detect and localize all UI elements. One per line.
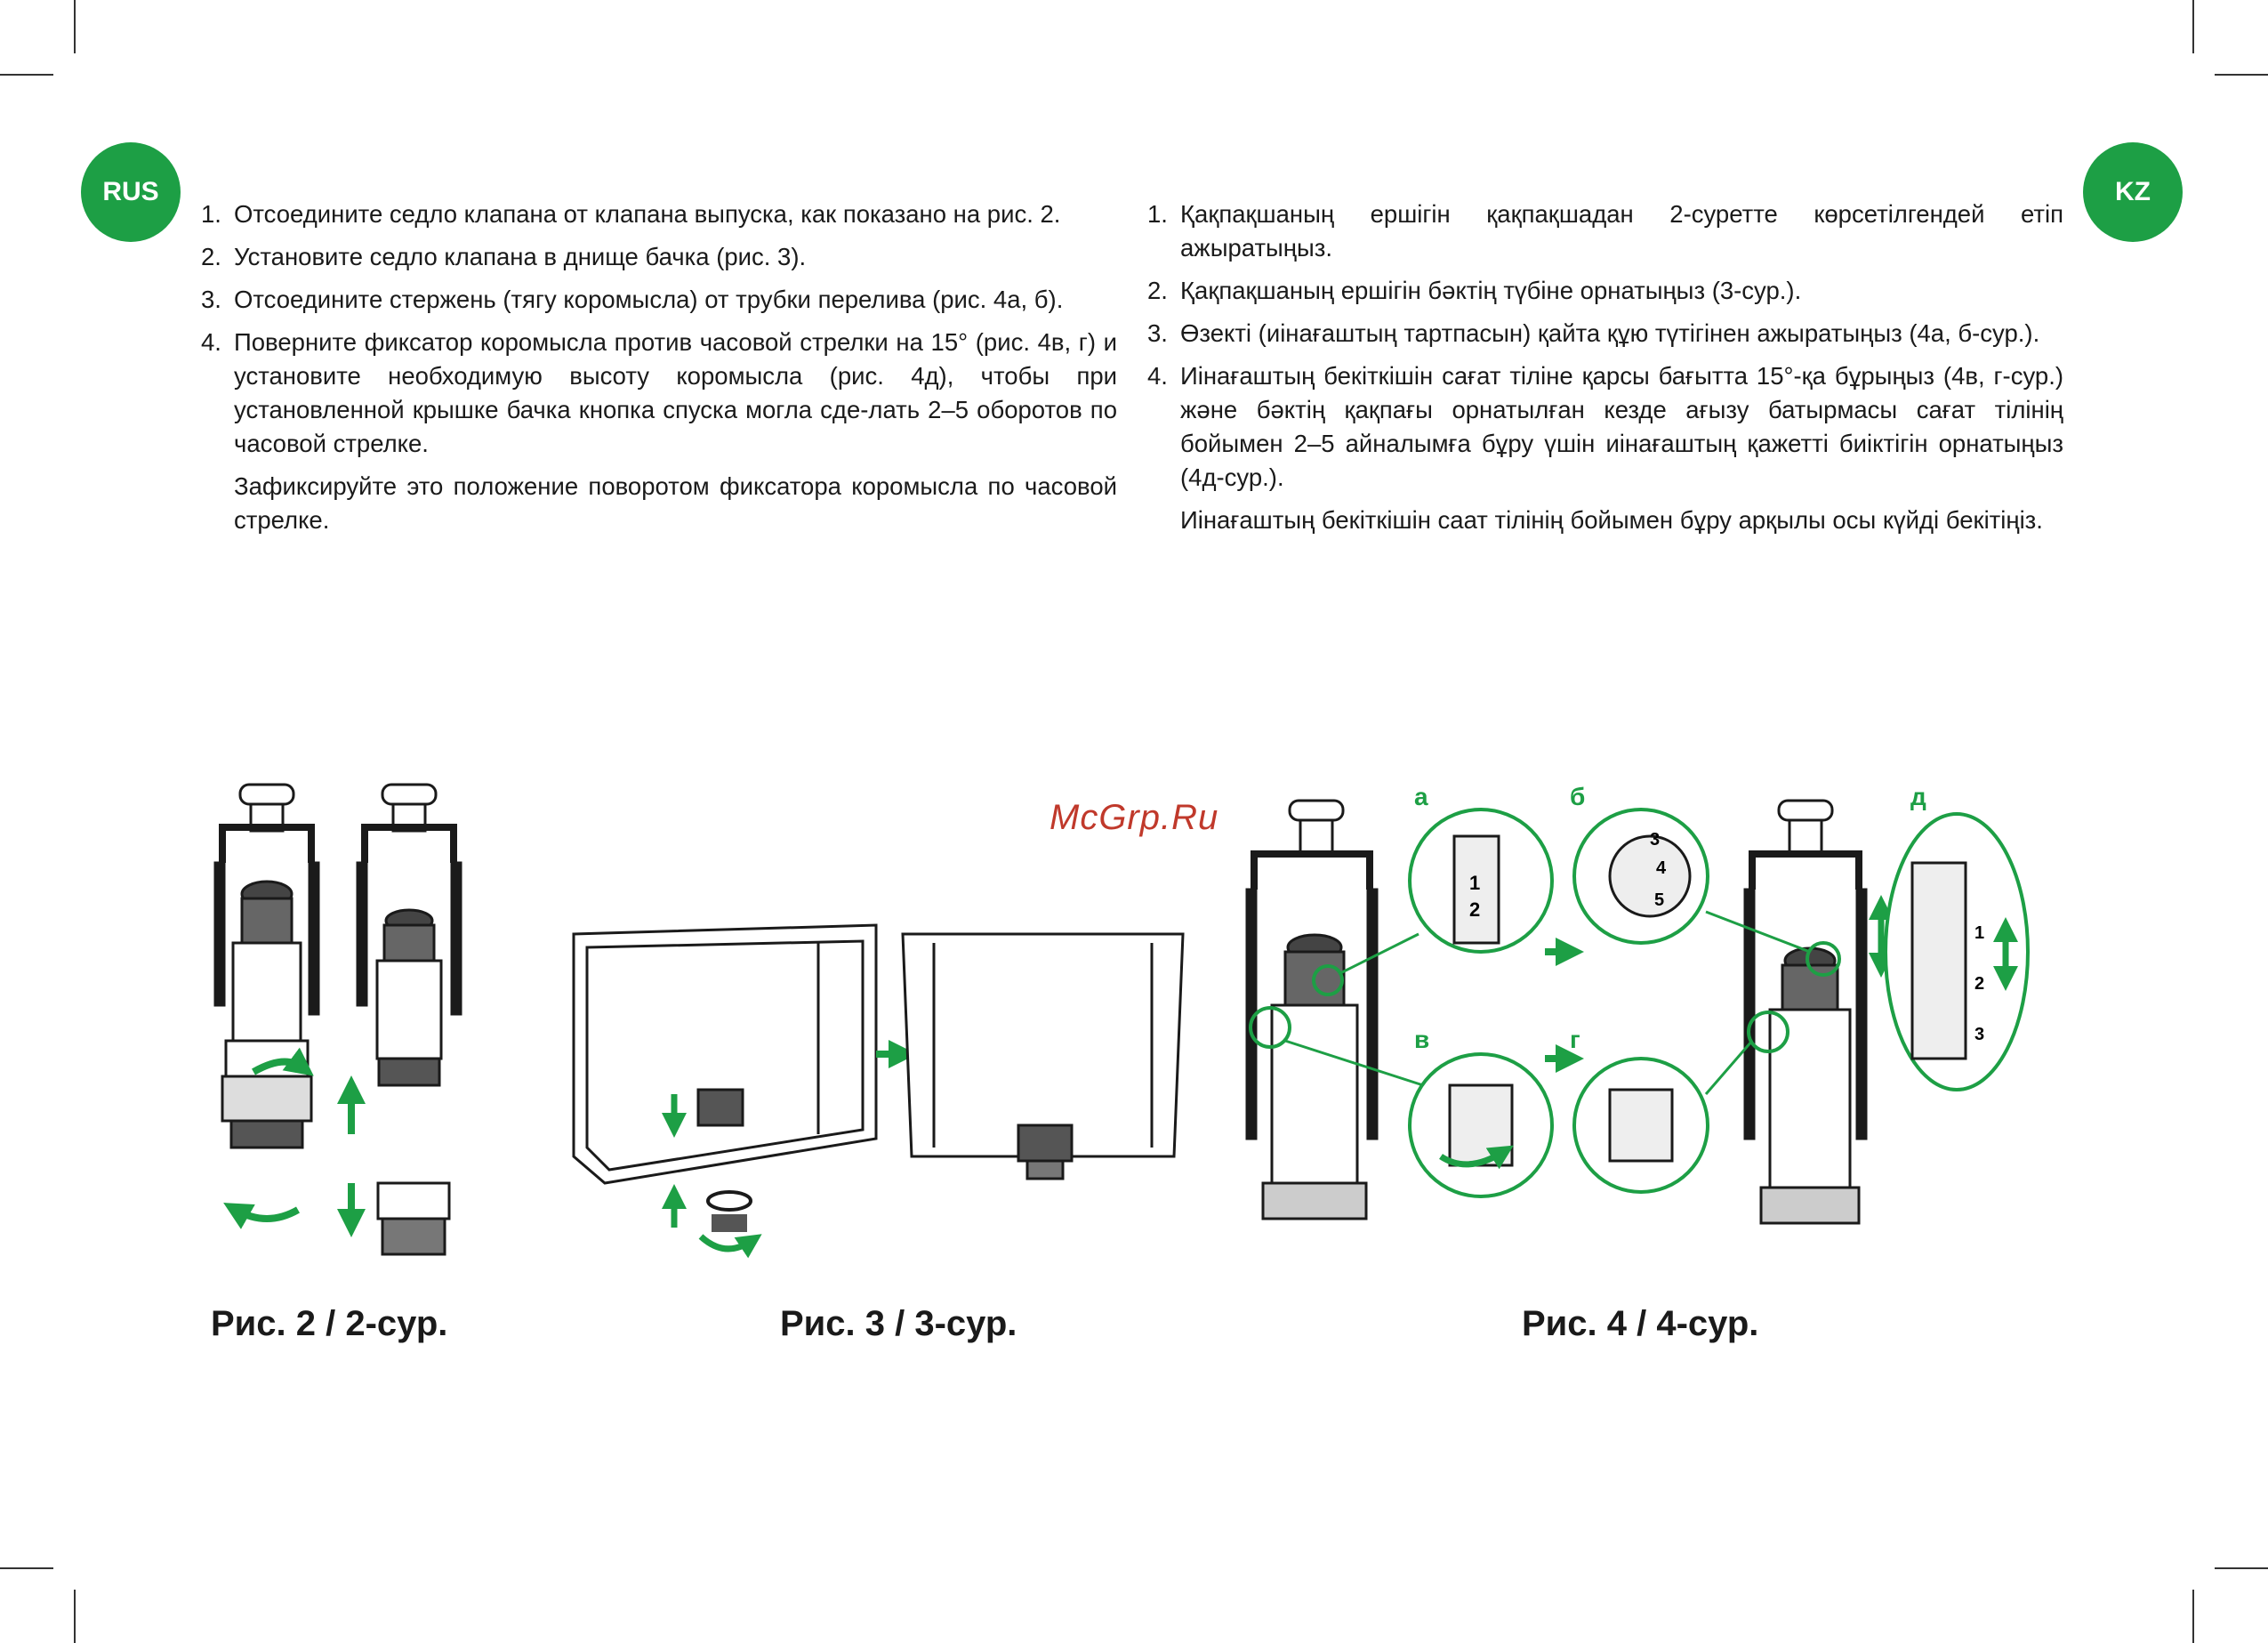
item-text: Отсоедините стержень (тягу коромысла) от… bbox=[234, 286, 1064, 313]
instruction-note: Зафиксируйте это положение поворотом фик… bbox=[234, 472, 1117, 534]
flush-valve-left bbox=[1245, 799, 1379, 1220]
flush-valve-left bbox=[213, 783, 320, 1149]
item-number: 4. bbox=[1147, 362, 1168, 390]
figure-3-caption: Рис. 3 / 3-сур. bbox=[780, 1304, 1017, 1343]
scale-number: 2 bbox=[1469, 898, 1480, 921]
scale-number: 3 bbox=[1974, 1025, 1984, 1044]
tank-open bbox=[572, 923, 878, 1185]
scale-number: 3 bbox=[1650, 830, 1660, 850]
figure-3-illustration bbox=[572, 923, 1185, 1259]
scale-number: 4 bbox=[1656, 858, 1667, 878]
crop-mark bbox=[74, 1590, 76, 1643]
scale-number: 1 bbox=[1974, 923, 1984, 943]
item-number: 3. bbox=[201, 286, 221, 313]
instruction-item: 4. Поверните фиксатор коромысла против ча… bbox=[201, 326, 1117, 461]
figure-4-illustration: а 1 2 б 3 4 5 в г д 1 2 3 bbox=[1245, 783, 2030, 1225]
item-text: Установите седло клапана в днище бачка (… bbox=[234, 243, 807, 270]
item-text: Өзекті (иінағаштың тартпасын) қайта құю … bbox=[1180, 319, 2040, 347]
flush-valve-right bbox=[356, 783, 462, 1087]
crop-mark bbox=[2192, 0, 2194, 53]
russian-instructions: 1. Отсоедините седло клапана от клапана в… bbox=[201, 197, 1117, 537]
item-number: 1. bbox=[1147, 200, 1168, 228]
instruction-note: Иінағаштың бекіткішін саат тілінің бойым… bbox=[1180, 506, 2043, 534]
scale-number: 2 bbox=[1974, 974, 1984, 994]
badge-label: RUS bbox=[102, 177, 159, 206]
item-number: 1. bbox=[201, 200, 221, 228]
item-number: 2. bbox=[201, 243, 221, 270]
crop-mark bbox=[2192, 1590, 2194, 1643]
badge-label: KZ bbox=[2115, 177, 2151, 206]
crop-mark bbox=[0, 74, 53, 76]
crop-mark bbox=[74, 0, 76, 53]
watermark: McGrp.Ru bbox=[1050, 798, 1219, 837]
scale-number: 5 bbox=[1654, 890, 1664, 910]
detail-marker bbox=[1249, 1006, 1291, 1049]
detail-label-a: а bbox=[1414, 783, 1428, 810]
detail-marker bbox=[1312, 964, 1344, 996]
rotate-arrow-icon bbox=[1439, 1145, 1514, 1170]
figure-2-caption: Рис. 2 / 2-сур. bbox=[211, 1304, 448, 1343]
detail-label-d: д bbox=[1910, 783, 1926, 810]
nut bbox=[712, 1214, 747, 1232]
item-number: 2. bbox=[1147, 277, 1168, 304]
item-number: 4. bbox=[201, 328, 221, 356]
valve-seat-part bbox=[696, 1088, 744, 1127]
language-badge-rus: RUS bbox=[81, 142, 181, 242]
instruction-item: 3. Отсоедините стержень (тягу коромысла) … bbox=[201, 283, 1117, 317]
scale-number: 1 bbox=[1469, 872, 1480, 894]
crop-mark bbox=[2215, 74, 2268, 76]
instruction-item: 2. Қақпақшаның ершігін бәктің түбіне орна… bbox=[1147, 274, 2063, 308]
item-text: Отсоедините седло клапана от клапана вып… bbox=[234, 200, 1061, 228]
item-text: Қақпақшаның ершігін бәктің түбіне орнаты… bbox=[1180, 277, 1802, 304]
detail-label-b: б bbox=[1570, 783, 1585, 810]
instruction-list: 1. Отсоедините седло клапана от клапана в… bbox=[201, 197, 1117, 461]
figure-4-caption: Рис. 4 / 4-сур. bbox=[1522, 1304, 1759, 1343]
rotate-arrow-icon bbox=[252, 1047, 314, 1076]
item-number: 3. bbox=[1147, 319, 1168, 347]
gasket bbox=[706, 1190, 752, 1212]
instruction-item: 4. Иінағаштың бекіткішін сағат тіліне қар… bbox=[1147, 359, 2063, 495]
figure-2-illustration bbox=[213, 783, 462, 1256]
instruction-item: 3. Өзекті (иінағаштың тартпасын) қайта құ… bbox=[1147, 317, 2063, 350]
item-text: Қақпақшаның ершігін қақпақшадан 2-суретт… bbox=[1180, 200, 2063, 262]
instruction-list: 1. Қақпақшаның ершігін қақпақшадан 2-суре… bbox=[1147, 197, 2063, 495]
item-text: Поверните фиксатор коромысла против часо… bbox=[234, 328, 1117, 457]
rotate-arrow-icon bbox=[698, 1234, 762, 1259]
item-text: Иінағаштың бекіткішін сағат тіліне қарсы… bbox=[1180, 362, 2063, 491]
language-badge-kz: KZ bbox=[2083, 142, 2183, 242]
valve-seat bbox=[376, 1181, 451, 1256]
detail-marker bbox=[1806, 941, 1841, 977]
tank-closed bbox=[901, 932, 1185, 1180]
instruction-item: 1. Қақпақшаның ершігін қақпақшадан 2-суре… bbox=[1147, 197, 2063, 265]
kazakh-instructions: 1. Қақпақшаның ершігін қақпақшадан 2-суре… bbox=[1147, 197, 2063, 537]
detail-label-g: г bbox=[1570, 1026, 1580, 1053]
detail-label-v: в bbox=[1414, 1026, 1429, 1053]
instruction-item: 2. Установите седло клапана в днище бачка… bbox=[201, 240, 1117, 274]
crop-mark bbox=[0, 1567, 53, 1569]
crop-mark bbox=[2215, 1567, 2268, 1569]
flush-valve-right bbox=[1743, 799, 1868, 1225]
detail-marker bbox=[1747, 1011, 1789, 1053]
instruction-item: 1. Отсоедините седло клапана от клапана в… bbox=[201, 197, 1117, 231]
rotate-arrow-icon bbox=[223, 1203, 300, 1229]
